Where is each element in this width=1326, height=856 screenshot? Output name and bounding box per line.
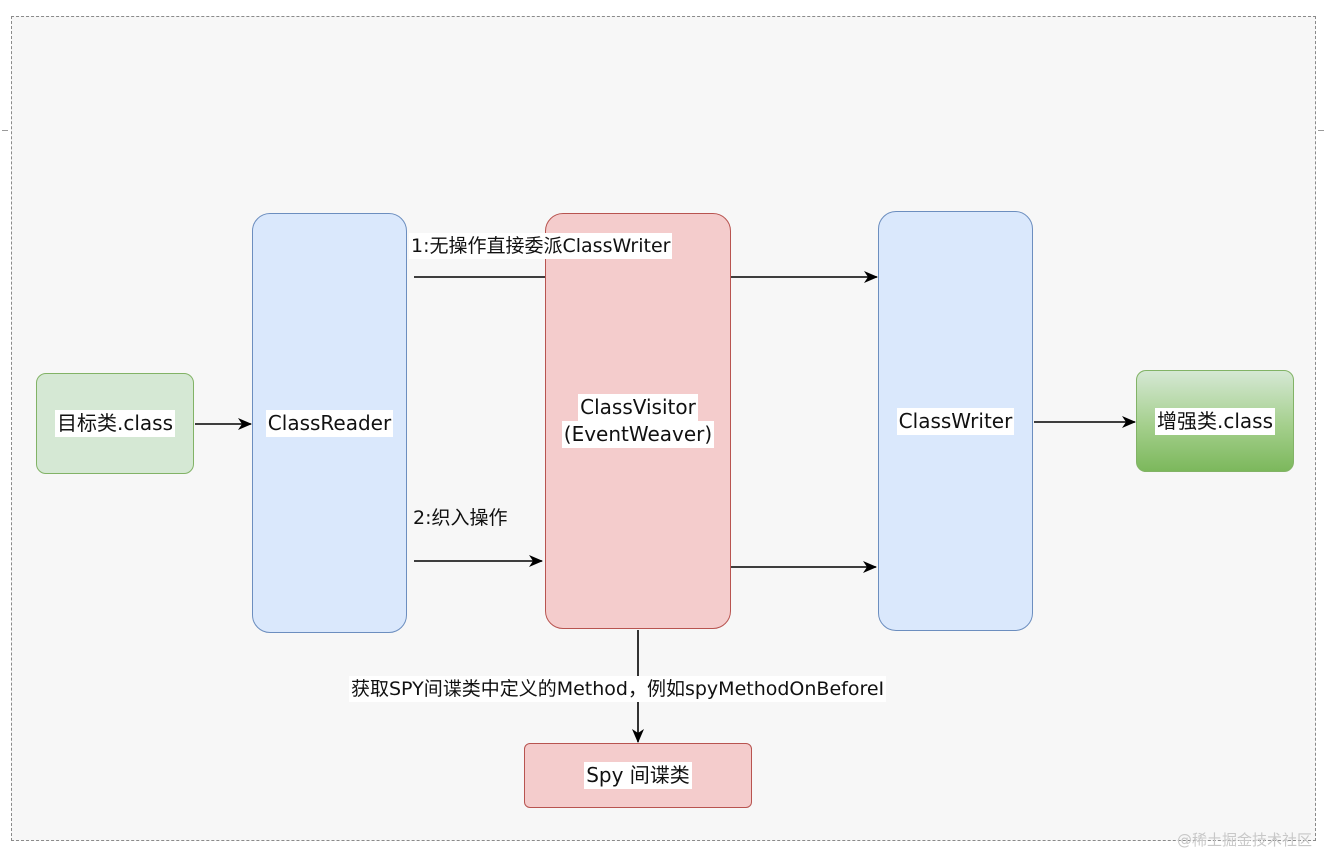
- spy-node[interactable]: Spy 间谍类: [524, 743, 752, 808]
- class-writer-label: ClassWriter: [896, 407, 1015, 435]
- watermark: @稀土掘金技术社区: [1176, 831, 1312, 849]
- direct-delegate-label: 1:无操作直接委派ClassWriter: [409, 233, 673, 259]
- enhanced-class-node[interactable]: 增强类.class: [1136, 370, 1294, 472]
- class-reader-node[interactable]: ClassReader: [252, 213, 407, 633]
- edge-tick: [2, 130, 8, 131]
- class-visitor-label-line1: ClassVisitor: [578, 394, 698, 421]
- get-spy-method-label: 获取SPY间谍类中定义的Method，例如spyMethodOnBeforeI: [349, 676, 887, 702]
- class-reader-label: ClassReader: [265, 409, 394, 437]
- target-class-node[interactable]: 目标类.class: [36, 373, 194, 474]
- enhanced-class-label: 增强类.class: [1154, 407, 1275, 435]
- class-visitor-label-line2: (EventWeaver): [561, 421, 715, 448]
- weave-label: 2:织入操作: [413, 507, 508, 529]
- spy-label: Spy 间谍类: [584, 762, 692, 789]
- class-visitor-node[interactable]: ClassVisitor (EventWeaver): [545, 213, 731, 629]
- class-writer-node[interactable]: ClassWriter: [878, 211, 1033, 631]
- target-class-label: 目标类.class: [54, 410, 175, 437]
- edge-tick: [1318, 130, 1324, 131]
